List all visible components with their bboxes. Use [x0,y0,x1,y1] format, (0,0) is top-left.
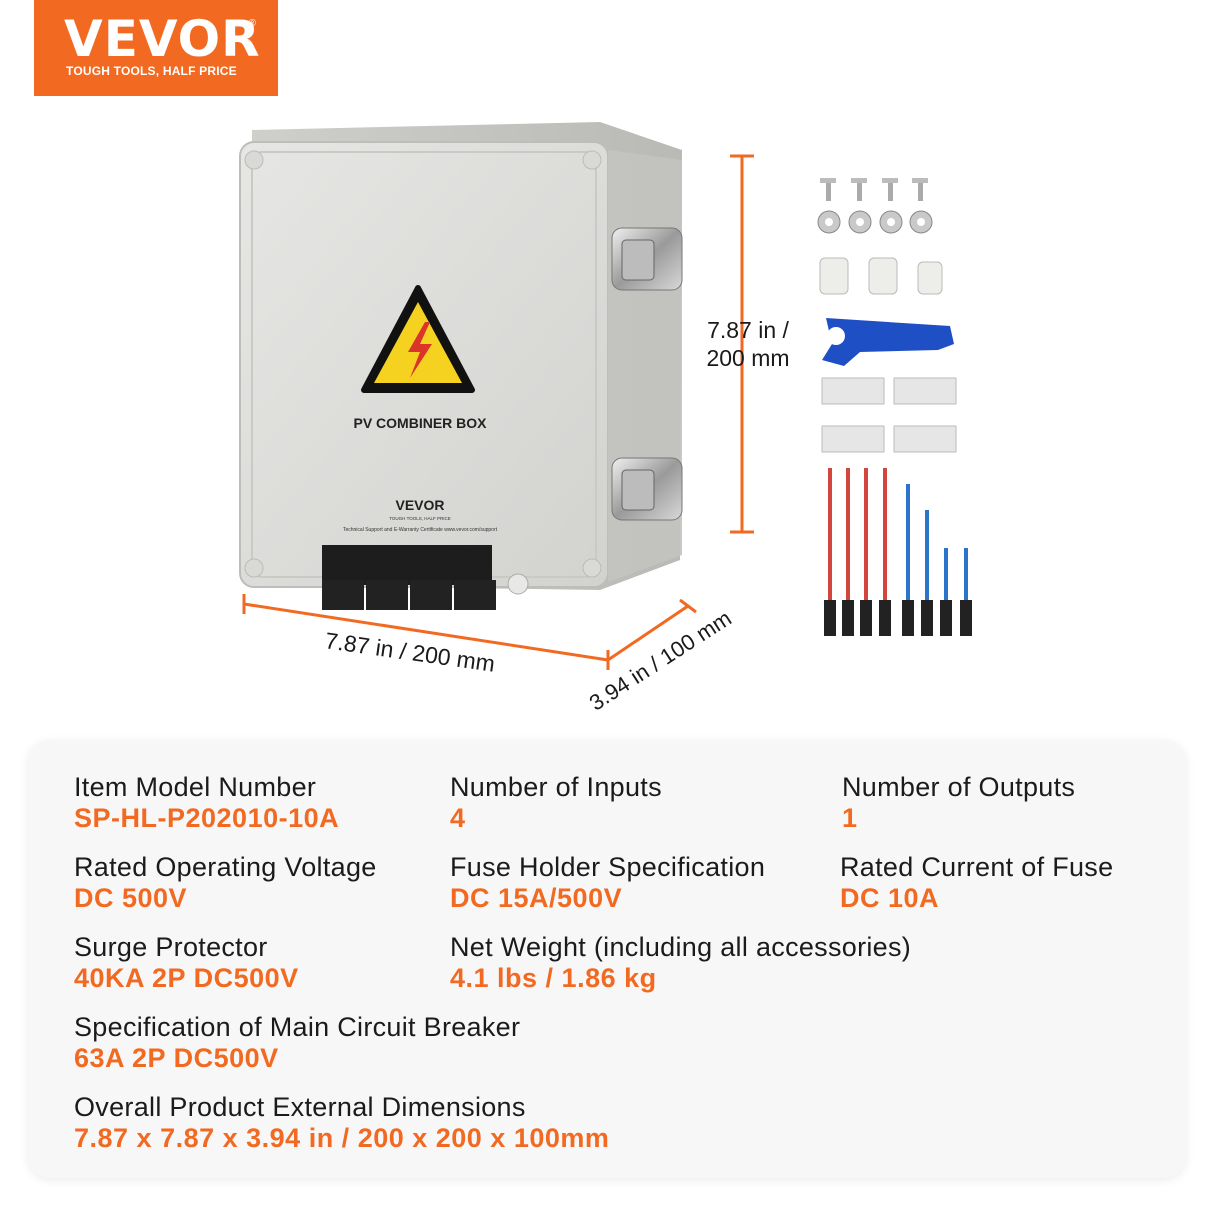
box-brand-tagline: TOUGH TOOLS, HALF PRICE [389,516,451,521]
latch-top [611,227,683,291]
spec-label: Item Model Number [74,772,317,802]
spec-value: DC 10A [840,883,940,913]
mounting-bracket-icon [821,377,957,453]
logo-brand-text: VEVOR [64,10,261,68]
spec-value: 1 [842,803,858,833]
screw-icon [820,178,928,201]
spec-label: Fuse Holder Specification [450,852,766,882]
spec-value: SP-HL-P202010-10A [74,803,340,833]
logo-tagline: TOUGH TOOLS, HALF PRICE [66,64,237,78]
box-label: PV COMBINER BOX [353,415,487,431]
mc4-connectors [322,545,529,610]
spec-label: Rated Operating Voltage [74,852,377,882]
spec-net-weight: Net Weight (including all accessories) 4… [450,932,911,994]
high-voltage-warning-icon [361,285,475,393]
height-dimension-label-2: 200 mm [706,345,789,371]
box-support-text: Technical Support and E-Warranty Certifi… [343,527,498,533]
spec-item-model: Item Model Number SP-HL-P202010-10A [74,772,339,834]
registered-mark: ® [248,18,256,29]
spec-value: DC 15A/500V [450,883,623,913]
spec-value: DC 500V [74,883,188,913]
spec-value: 63A 2P DC500V [74,1043,279,1073]
spec-label: Surge Protector [74,932,268,962]
screw-icon [582,558,602,578]
height-dimension-line [730,154,754,534]
spec-value: 4 [450,803,466,833]
cable-gland-icon [819,257,943,295]
spec-main-breaker: Specification of Main Circuit Breaker 63… [74,1012,520,1074]
screw-icon [582,150,602,170]
spec-surge-protector: Surge Protector 40KA 2P DC500V [74,932,299,994]
spec-label: Specification of Main Circuit Breaker [74,1012,521,1042]
depth-dimension-line [607,598,697,662]
spec-label: Rated Current of Fuse [840,852,1114,882]
mc4-spanner-icon [822,318,954,366]
spec-rated-voltage: Rated Operating Voltage DC 500V [74,852,377,914]
spec-inputs: Number of Inputs 4 [450,772,662,834]
width-dimension-label: 7.87 in / 200 mm [323,627,496,677]
spec-value: 40KA 2P DC500V [74,963,299,993]
spec-value: 4.1 lbs / 1.86 kg [450,963,657,993]
height-dimension-label-1: 7.87 in / [707,317,789,343]
screw-icon [244,558,264,578]
combiner-box: PV COMBINER BOX VEVOR TOUGH TOOLS, HALF … [239,122,683,610]
spec-value: 7.87 x 7.87 x 3.94 in / 200 x 200 x 100m… [74,1123,610,1153]
box-brand: VEVOR [395,497,444,513]
nut-icon [817,210,933,234]
cable-gland-icon [507,573,529,595]
spec-external-dimensions: Overall Product External Dimensions 7.87… [74,1092,609,1154]
spec-label: Number of Inputs [450,772,662,802]
spec-label: Overall Product External Dimensions [74,1092,526,1122]
spec-fuse-current: Rated Current of Fuse DC 10A [840,852,1113,914]
accessories [817,178,972,636]
product-scene: PV COMBINER BOX VEVOR TOUGH TOOLS, HALF … [239,122,972,716]
vevor-logo: VEVOR ® TOUGH TOOLS, HALF PRICE [34,0,278,96]
spec-fuse-holder: Fuse Holder Specification DC 15A/500V [450,852,765,914]
mc4-cable-icon [824,468,972,636]
spec-outputs: Number of Outputs 1 [842,772,1075,834]
spec-label: Net Weight (including all accessories) [450,932,912,962]
spec-label: Number of Outputs [842,772,1076,802]
latch-bottom [611,457,683,521]
screw-icon [244,150,264,170]
spec-card: Item Model Number SP-HL-P202010-10A Numb… [28,740,1186,1178]
